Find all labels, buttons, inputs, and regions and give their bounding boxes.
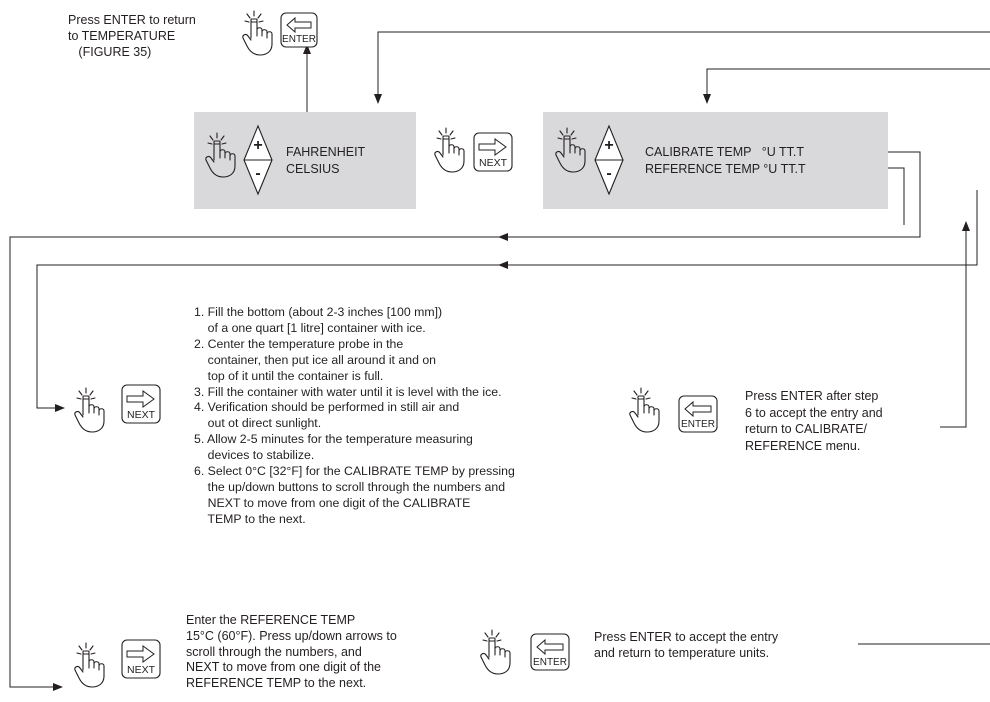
key-label: ENTER: [533, 657, 567, 668]
next-key-icon[interactable]: NEXT: [121, 384, 161, 424]
pressing-hand-icon: [74, 642, 105, 688]
connector-line: [374, 31, 990, 104]
enter-key-icon[interactable]: ENTER: [678, 395, 718, 433]
plus-key-label: +: [253, 137, 262, 154]
enter-key-icon[interactable]: ENTER: [530, 633, 570, 671]
units-option-fahrenheit: FAHRENHEIT: [286, 145, 366, 159]
plus-key-label: +: [604, 137, 613, 154]
pressing-hand-icon: [629, 387, 660, 433]
calibration-steps-list: 1. Fill the bottom (about 2-3 inches [10…: [194, 305, 515, 528]
step-item: 1. Fill the bottom (about 2-3 inches [10…: [194, 305, 443, 335]
step-item: 5. Allow 2-5 minutes for the temperature…: [194, 432, 473, 463]
key-label: ENTER: [681, 419, 715, 430]
enter-after-step-note: Press ENTER after step 6 to accept the e…: [745, 389, 883, 453]
next-key-icon[interactable]: NEXT: [473, 132, 513, 172]
key-label: NEXT: [127, 664, 156, 676]
next-key-icon[interactable]: NEXT: [121, 639, 161, 679]
enter-accept-note: Press ENTER to accept the entry and retu…: [594, 630, 779, 660]
connector-line: [9, 236, 500, 691]
reference-temp-line: REFERENCE TEMP °U TT.T: [645, 162, 806, 176]
pressing-hand-icon: [205, 132, 236, 178]
step-item: 2. Center the temperature probe in the c…: [194, 336, 437, 383]
pressing-hand-icon: [555, 127, 586, 173]
reference-temp-instructions: Enter the REFERENCE TEMP 15°C (60°F). Pr…: [186, 613, 397, 691]
step-item: 3. Fill the container with water until i…: [194, 384, 502, 399]
pressing-hand-icon: [480, 629, 511, 675]
key-label: NEXT: [127, 409, 156, 421]
up-down-keys-icon[interactable]: + -: [242, 124, 274, 196]
enter-key-icon[interactable]: ENTER: [280, 12, 318, 48]
key-label: ENTER: [282, 34, 316, 45]
connector-line: [36, 264, 500, 412]
connector-line: [940, 221, 970, 428]
calibrate-temp-line: CALIBRATE TEMP °U TT.T: [645, 145, 804, 159]
pressing-hand-icon: [242, 10, 273, 56]
connector-line: [500, 151, 921, 238]
key-label: NEXT: [479, 157, 508, 169]
return-to-temperature-note: Press ENTER to return to TEMPERATURE (FI…: [68, 13, 196, 59]
units-option-celsius: CELSIUS: [286, 162, 340, 176]
pressing-hand-icon: [74, 387, 105, 433]
step-item: 6. Select 0°C [32°F] for the CALIBRATE T…: [194, 464, 515, 526]
minus-key-label: -: [606, 165, 611, 182]
connector-line: [505, 190, 978, 266]
step-item: 4. Verification should be performed in s…: [194, 400, 460, 431]
units-menu-box: [194, 112, 416, 209]
connector-line: [703, 68, 990, 104]
minus-key-label: -: [255, 165, 260, 182]
up-down-keys-icon[interactable]: + -: [593, 124, 625, 196]
pressing-hand-icon: [434, 127, 465, 173]
